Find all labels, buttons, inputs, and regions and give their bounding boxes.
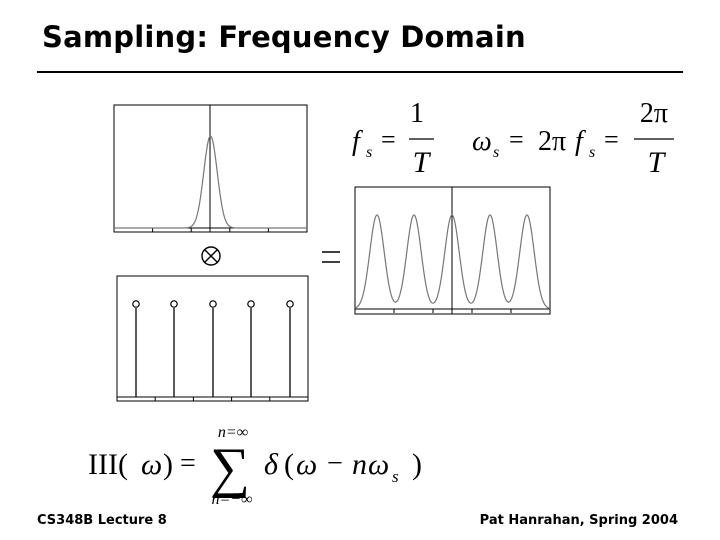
shah-sum: ∑ bbox=[210, 437, 250, 499]
gaussian-curve bbox=[114, 135, 307, 229]
plot-ticks bbox=[393, 309, 512, 313]
eq-omega-f-sub: s bbox=[589, 144, 595, 161]
eq-omega-lhs: ω bbox=[472, 126, 492, 157]
impulse-marker bbox=[247, 300, 255, 308]
title-divider bbox=[37, 71, 683, 73]
eq-omega-sub: s bbox=[493, 144, 499, 161]
shah-sum-bottom: n=−∞ bbox=[212, 491, 253, 508]
footer-course: CS348B Lecture 8 bbox=[37, 513, 167, 528]
plot-ticks bbox=[152, 228, 269, 232]
impulse-marker bbox=[170, 300, 178, 308]
eq-omega-2pi: 2π bbox=[538, 126, 566, 157]
shah-lhs: III( bbox=[88, 448, 128, 481]
shah-body-close: ) bbox=[412, 448, 422, 481]
impulse-marker bbox=[132, 300, 140, 308]
replicated-curve bbox=[354, 214, 551, 309]
shah-lhs-omega: ω bbox=[141, 448, 162, 481]
shah-equals: = bbox=[180, 448, 196, 479]
equation-omega-s: ω s = 2π f s = 2π T bbox=[472, 98, 674, 179]
equation-fs: f s = 1 T bbox=[352, 98, 434, 179]
equation-shah: III( ω ) = n=∞ ∑ n=−∞ δ ( ω − n ω s ) bbox=[88, 424, 422, 508]
eq-fs-lhs: f bbox=[352, 126, 363, 157]
eq-fs-sub: s bbox=[366, 144, 372, 161]
plot-ticks bbox=[154, 397, 271, 401]
shah-body-n: n bbox=[352, 448, 367, 481]
shah-sum-top: n=∞ bbox=[218, 424, 248, 441]
eq-omega-numerator: 2π bbox=[640, 98, 668, 129]
plot-frame bbox=[116, 275, 309, 402]
shah-body-omega2: ω bbox=[368, 448, 389, 481]
shah-body-minus: − bbox=[327, 448, 343, 479]
equals-sign bbox=[322, 251, 340, 263]
footer-author: Pat Hanrahan, Spring 2004 bbox=[479, 513, 678, 528]
eq-fs-denominator: T bbox=[413, 146, 432, 179]
eq-omega-eq1: = bbox=[509, 125, 524, 154]
slide-title: Sampling: Frequency Domain bbox=[42, 20, 526, 54]
impulse-marker bbox=[209, 300, 217, 308]
eq-omega-denominator: T bbox=[648, 146, 667, 179]
shah-body-sub: s bbox=[392, 467, 399, 486]
impulses bbox=[132, 300, 294, 397]
shah-lhs-close: ) bbox=[163, 448, 173, 481]
eq-omega-f: f bbox=[575, 126, 586, 157]
eq-omega-eq2: = bbox=[604, 125, 619, 154]
gaussian-spectrum-plot bbox=[113, 104, 308, 233]
shah-body-omega: ω bbox=[296, 448, 317, 481]
eq-fs-numerator: 1 bbox=[410, 98, 424, 129]
convolution-symbol bbox=[201, 246, 221, 266]
shah-body-open: ( bbox=[284, 448, 294, 481]
shah-delta: δ bbox=[264, 448, 279, 481]
impulse-marker bbox=[286, 300, 294, 308]
replicated-spectrum-plot bbox=[354, 186, 551, 315]
eq-fs-equals: = bbox=[381, 125, 396, 154]
impulse-train-plot bbox=[116, 275, 309, 402]
